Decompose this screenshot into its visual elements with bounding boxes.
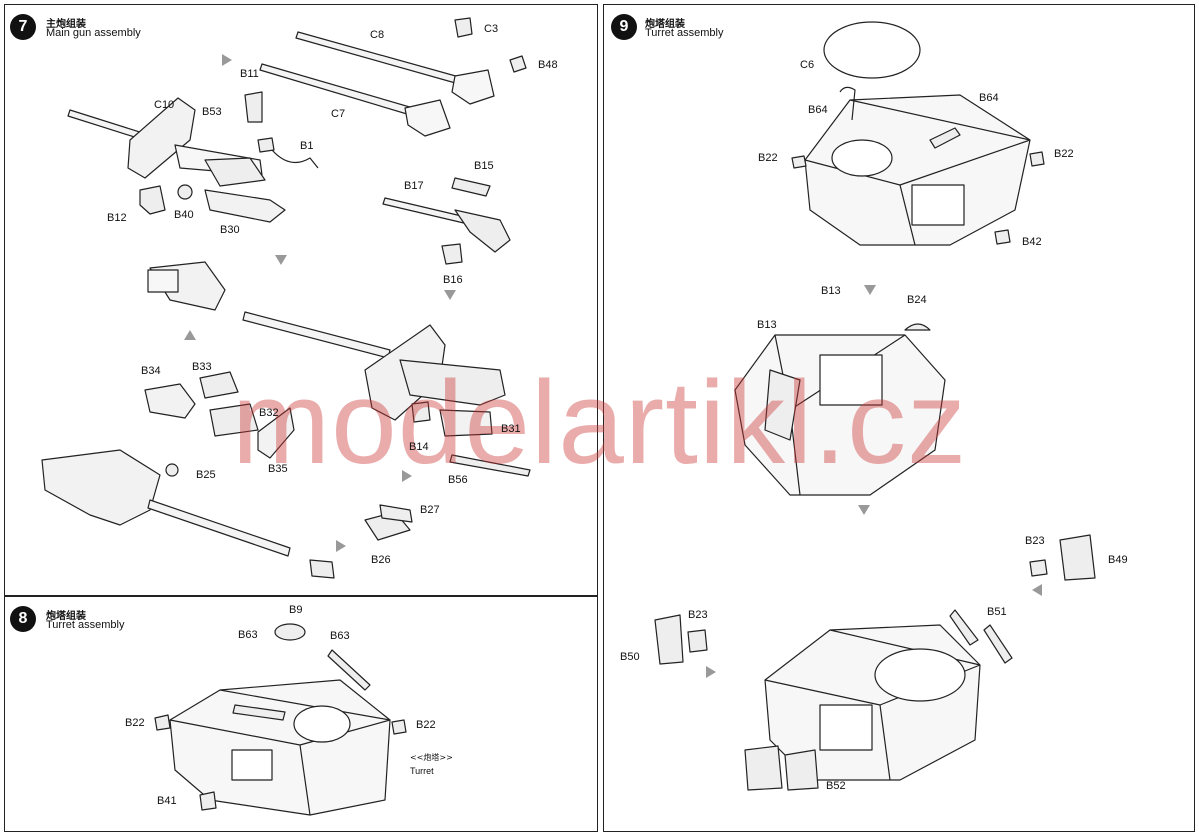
- part-label: B33: [192, 361, 212, 373]
- part-label: B22: [1054, 148, 1074, 160]
- part-label: B51: [987, 606, 1007, 618]
- step-9-title-en: Turret assembly: [645, 27, 724, 39]
- part-label: B13: [821, 285, 841, 297]
- part-label: B22: [125, 717, 145, 729]
- part-label: B32: [259, 407, 279, 419]
- part-label: B63: [238, 629, 258, 641]
- part-label: B14: [409, 441, 429, 453]
- step-7-title-cn: 主炮组装: [46, 19, 86, 30]
- part-label: B35: [268, 463, 288, 475]
- step-9-number: 9: [611, 14, 637, 40]
- part-label: B23: [1025, 535, 1045, 547]
- part-label: B9: [289, 604, 303, 616]
- part-label: B16: [443, 274, 463, 286]
- part-label: C10: [154, 99, 175, 111]
- turret-note-en: Turret: [410, 766, 434, 776]
- part-label: B12: [107, 212, 127, 224]
- part-label: B27: [420, 504, 440, 516]
- part-label: B34: [141, 365, 161, 377]
- part-label: B40: [174, 209, 194, 221]
- part-label: B17: [404, 180, 424, 192]
- part-label: C7: [331, 108, 346, 120]
- part-label: B41: [157, 795, 177, 807]
- part-label: B24: [907, 294, 927, 306]
- step-8-number: 8: [10, 606, 36, 632]
- step-8-title-en: Turret assembly: [46, 619, 125, 631]
- part-label: B64: [979, 92, 999, 104]
- step-8-title-cn: 炮塔组装: [46, 611, 86, 622]
- part-label: B23: [688, 609, 708, 621]
- part-label: C3: [484, 23, 499, 35]
- part-label: B13: [757, 319, 777, 331]
- part-label: B30: [220, 224, 240, 236]
- part-label: C8: [370, 29, 385, 41]
- part-label: B15: [474, 160, 494, 172]
- turret-note-cn: <<炮塔>>: [410, 753, 453, 762]
- part-label: B50: [620, 651, 640, 663]
- part-label: B56: [448, 474, 468, 486]
- part-label: B49: [1108, 554, 1128, 566]
- part-label: B22: [758, 152, 778, 164]
- part-label: B42: [1022, 236, 1042, 248]
- part-label: B63: [330, 630, 350, 642]
- part-label: C6: [800, 59, 815, 71]
- part-label: B22: [416, 719, 436, 731]
- part-label: B1: [300, 140, 314, 152]
- part-label: B26: [371, 554, 391, 566]
- step-9-title-cn: 炮塔组装: [645, 19, 685, 30]
- part-label: B64: [808, 104, 828, 116]
- part-label: B25: [196, 469, 216, 481]
- step-7-title-en: Main gun assembly: [46, 27, 141, 39]
- part-label: B11: [240, 68, 259, 80]
- part-label: B53: [202, 106, 222, 118]
- step-7-number: 7: [10, 14, 36, 40]
- part-label: B48: [538, 59, 558, 71]
- part-label: B52: [826, 780, 846, 792]
- part-label: B31: [501, 423, 521, 435]
